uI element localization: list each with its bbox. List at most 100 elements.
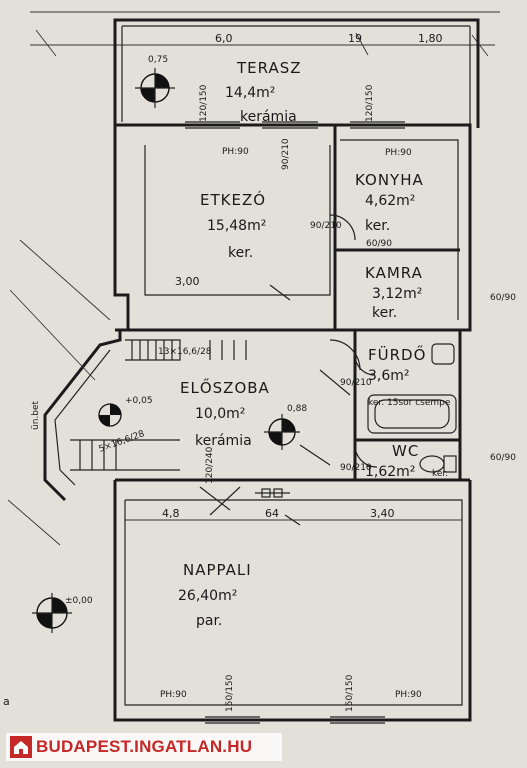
chimney-flue (273, 488, 283, 498)
sill-mark: PH:90 (385, 148, 412, 158)
stair-outer-wall (43, 330, 122, 502)
dim-top-right: 1,80 (418, 32, 443, 45)
dimension-tick (355, 32, 369, 56)
room-name-eloszoba: ELŐSZOBA (180, 377, 270, 397)
level-marker-hall-left (98, 403, 122, 427)
room-floor-wc: ker. (432, 469, 448, 479)
door-label: 60/90 (490, 293, 516, 303)
konyha-inner-wall (340, 139, 459, 320)
room-name-furdo: FÜRDŐ (368, 344, 426, 364)
door-swing-furdo (354, 354, 376, 376)
window-label: 120/150 (199, 84, 209, 122)
window-etkezo-top (185, 121, 240, 129)
stair-inner-line (54, 349, 111, 486)
door-label: 60/90 (490, 453, 516, 463)
bathtub (367, 394, 457, 434)
watermark: BUDAPEST.INGATLAN.HU (6, 733, 282, 761)
room-name-wc: WC (392, 442, 419, 460)
sill-mark: PH:90 (222, 147, 249, 157)
door-label: 90/210 (281, 138, 291, 170)
chimney-flue (261, 488, 271, 498)
door-label: 90/210 (340, 378, 372, 388)
window-label: 150/150 (225, 674, 235, 712)
window-konyha-top (350, 121, 405, 129)
door-swing-wc (354, 444, 378, 468)
room-area-wc: 1,62m² (365, 464, 415, 480)
dim-nappali-left: 4,8 (162, 507, 180, 520)
door-label: 60/90 (366, 239, 392, 249)
room-area-etkezo: 15,48m² (207, 218, 266, 234)
etkezo-inner-wall (144, 145, 331, 296)
dim-top-left: 6,0 (215, 32, 233, 45)
stair-treads-lower (70, 439, 180, 471)
room-floor-terasz: kerámia (240, 109, 297, 125)
room-name-nappali: NAPPALI (183, 561, 252, 579)
dim-terrace-corner: 0,75 (148, 55, 168, 65)
stair-run-upper (125, 339, 181, 361)
room-area-konyha: 4,62m² (365, 193, 415, 209)
room-floor-eloszoba: kerámia (195, 433, 252, 449)
window-nappali-bottom-right (330, 716, 385, 724)
room-area-furdo: 3,6m² (368, 368, 410, 384)
side-dimension (7, 499, 61, 546)
level-marker-hall-right (264, 414, 300, 450)
room-floor-nappali: par. (196, 613, 222, 629)
room-area-kamra: 3,12m² (372, 286, 422, 302)
bathtub-inner (374, 399, 450, 429)
level-marker-terrace (135, 68, 175, 108)
door-leaf (209, 486, 241, 516)
room-name-terasz: TERASZ (236, 59, 302, 77)
door-leaf (199, 486, 231, 511)
nappali-outer-wall (113, 480, 472, 722)
room-area-nappali: 26,40m² (178, 588, 237, 604)
room-floor-kamra: ker. (372, 305, 397, 321)
house-logo-icon (10, 736, 32, 758)
window-label: 120/240 (205, 446, 215, 484)
dimension-tick (35, 29, 57, 57)
door-swing-hall (329, 339, 361, 371)
side-mark-a: a (3, 695, 10, 708)
dim-etkezo-width: 3,00 (175, 275, 200, 288)
room-floor-konyha: ker. (365, 218, 390, 234)
level-marker-outside (32, 593, 72, 633)
level-hall: +0,05 (125, 396, 153, 406)
stair-treads-upper (131, 340, 247, 360)
side-dimension (19, 239, 111, 321)
room-area-eloszoba: 10,0m² (195, 406, 245, 422)
window-etkezo-top-right (262, 121, 318, 129)
watermark-text: BUDAPEST.INGATLAN.HU (36, 737, 253, 756)
nappali-inner-wall (124, 499, 463, 706)
dim-nappali-mid: 64 (265, 507, 279, 520)
washbasin (431, 343, 455, 365)
door-leaf (319, 369, 351, 396)
wc-tank (443, 455, 457, 473)
door-label: 90/210 (340, 463, 372, 473)
dim-nappali-right: 3,40 (370, 507, 395, 520)
window-label: 120/150 (365, 84, 375, 122)
room-name-konyha: KONYHA (355, 171, 424, 189)
dim-top-mid: 19 (348, 32, 362, 45)
room-floor-etkezo: ker. (228, 245, 253, 261)
side-dimension (9, 289, 96, 381)
side-mark-unbet: ün.bet (31, 400, 41, 430)
dimension-tick (471, 34, 489, 57)
sill-mark: PH:90 (160, 690, 187, 700)
window-nappali-bottom-left (205, 716, 260, 724)
door-label: 90/210 (310, 221, 342, 231)
room-floor-furdo: ker. 15sor csempe (368, 398, 451, 408)
window-label: 150/150 (345, 674, 355, 712)
dim-stairs-upper: 13×16,6/28 (158, 347, 212, 357)
level-outside: ±0,00 (65, 596, 93, 606)
door-swing-konyha (329, 214, 356, 241)
room-name-kamra: KAMRA (365, 264, 423, 282)
room-area-terasz: 14,4m² (225, 85, 275, 101)
door-leaf (299, 444, 331, 466)
terrace-wall (113, 18, 480, 128)
room-name-etkezo: ETKEZÓ (200, 190, 266, 209)
door-leaf (269, 284, 291, 301)
sill-mark: PH:90 (395, 690, 422, 700)
level-hall-right: 0,88 (287, 404, 307, 414)
door-leaf (284, 514, 301, 526)
